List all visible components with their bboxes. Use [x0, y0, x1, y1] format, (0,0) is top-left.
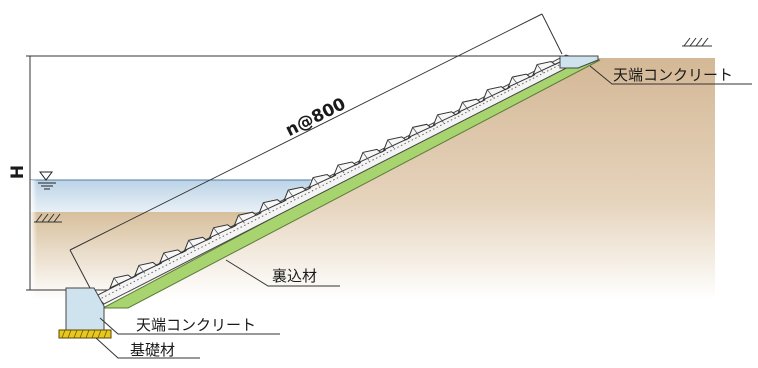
foundation-layer — [58, 329, 112, 339]
top-crest-leader — [589, 65, 752, 85]
bottom-crest-label: 天端コンクリート — [136, 316, 256, 334]
revetment-block-edge — [337, 164, 345, 174]
natural-ground — [110, 58, 715, 300]
slope-dimension-line — [69, 13, 543, 251]
revetment-block-edge — [511, 76, 519, 86]
revetment-block — [258, 199, 287, 214]
revetment-block — [109, 274, 138, 289]
bottom-crest-concrete — [65, 287, 105, 331]
revetment-block-edge — [462, 101, 469, 111]
revetment-block-edge — [412, 127, 419, 136]
revetment-block — [507, 73, 536, 89]
revetment-block-edge — [487, 89, 494, 98]
revetment-block — [407, 123, 436, 139]
revetment-block — [532, 61, 561, 76]
revetment-block — [382, 136, 411, 151]
revetment-block-edge — [536, 64, 544, 73]
revetment-block-edge — [188, 240, 195, 249]
revetment-block — [357, 148, 387, 164]
revetment-block — [183, 236, 212, 252]
backfill-leader — [225, 259, 340, 287]
water-level-marker-icon — [38, 171, 56, 190]
top-crest-label: 天端コンクリート — [613, 66, 733, 84]
slope-spacing-label: n@800 — [282, 94, 349, 141]
revetment-block-edge — [362, 152, 370, 161]
revetment-block-edge — [387, 139, 395, 149]
ground-hatch-icon — [34, 213, 62, 223]
revetment-block-edge — [238, 214, 245, 224]
bottom-crest-leader — [99, 317, 280, 335]
revetment-block-edge — [287, 189, 295, 199]
backfill-label: 裏込材 — [272, 267, 317, 285]
revetment-block-edge — [113, 277, 121, 287]
revetment-block-edge — [263, 202, 270, 211]
revetment-block — [482, 86, 511, 101]
revetment-block — [233, 211, 262, 227]
revetment-block — [133, 261, 163, 277]
revetment-blocks — [109, 61, 561, 289]
revetment-block — [457, 98, 486, 114]
revetment-block-edge — [138, 265, 146, 274]
foundation-leader — [95, 337, 200, 359]
revetment-block — [208, 224, 237, 239]
revetment-block — [308, 174, 337, 189]
foundation-label: 基礎材 — [130, 341, 175, 359]
revetment-block-edge — [437, 114, 444, 124]
revetment-block-edge — [213, 227, 220, 237]
top-crest-concrete — [559, 55, 599, 69]
revetment-block — [333, 161, 362, 176]
revetment-block — [432, 111, 461, 126]
ground-hatch-icon — [682, 37, 712, 47]
revetment-block — [283, 186, 312, 202]
revetment-block-edge — [163, 252, 171, 262]
revetment-block-edge — [312, 177, 320, 186]
revetment-block — [158, 249, 187, 264]
height-dimension-label: H — [8, 165, 28, 179]
